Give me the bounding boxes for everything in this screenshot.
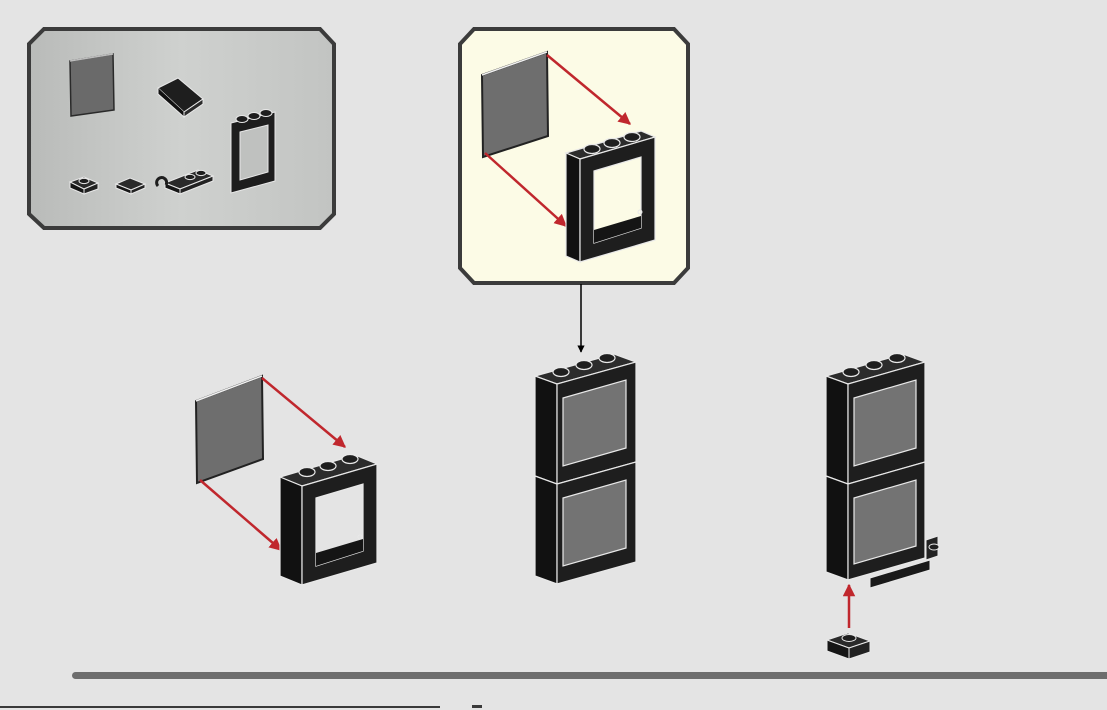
footer-line — [0, 706, 440, 708]
window-glass-panel-icon — [70, 54, 114, 116]
attach-arrow-top — [262, 378, 345, 447]
step-add-base-plate — [826, 354, 939, 660]
upper-window-frame — [535, 354, 636, 485]
glass-panel — [196, 376, 263, 483]
parts-callout-frame — [29, 29, 334, 228]
base-plate — [827, 633, 870, 659]
step-stack-frames — [535, 354, 636, 585]
step-attach-glass — [196, 376, 377, 585]
page-divider — [72, 672, 1107, 679]
callout-window-frame — [566, 131, 655, 262]
footer-marker — [472, 705, 482, 708]
parts-callout — [29, 29, 334, 228]
window-frame-icon — [231, 110, 275, 194]
window-frame — [280, 455, 377, 586]
sub-assembly-callout — [460, 29, 688, 283]
attach-arrow-bottom — [200, 480, 281, 550]
upper-window-frame-final — [826, 354, 925, 485]
